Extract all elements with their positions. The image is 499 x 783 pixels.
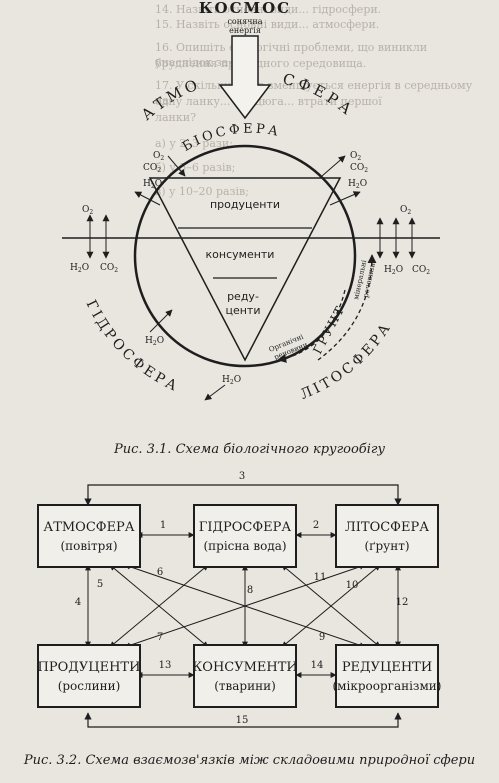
food-chain-triangle <box>148 177 342 362</box>
top-right-gases: O2 CO2 H2O <box>348 151 368 190</box>
solar-energy-arrow <box>218 35 272 120</box>
solar-energy-label-1: сонячна <box>227 17 262 26</box>
link-number: 9 <box>319 632 325 643</box>
solar-energy-label-2: енергія <box>229 26 261 35</box>
bottom-water: H2O <box>222 375 241 386</box>
biological-cycle-diagram: КОСМОС сонячна енергія АТМО СФЕРА БІОСФЕ… <box>62 0 440 403</box>
mineral-matter-path <box>317 254 377 361</box>
ghost-line: в) у 10–20 разів; <box>155 185 249 198</box>
right-gases: H2O CO2 O2 <box>384 205 430 276</box>
atmosphere-box: АТМОСФЕРА (повітря) <box>37 504 141 568</box>
left-gases: O2 H2O CO2 <box>70 205 118 274</box>
link-number: 7 <box>157 632 163 643</box>
svg-text:CO2: CO2 <box>350 163 368 174</box>
atmosphere-box-title: АТМОСФЕРА <box>43 520 134 535</box>
ghost-line: 16. Опишіть екологічні проблеми, що вини… <box>155 41 428 69</box>
link-number: 1 <box>160 520 166 531</box>
reducers-label-1: реду- <box>227 290 259 303</box>
svg-text:O2: O2 <box>350 151 361 162</box>
hydrosphere-box-subtitle: (прісна вода) <box>203 539 286 553</box>
svg-text:O2: O2 <box>82 205 93 216</box>
reducers-label-2: центи <box>225 304 260 317</box>
consumers-box-subtitle: (тварини) <box>214 679 276 693</box>
consumers-box: КОНСУМЕНТИ (тварини) <box>192 644 298 708</box>
link-3-line <box>84 484 402 506</box>
svg-text:O2: O2 <box>153 151 164 162</box>
consumers-label: консументи <box>206 248 275 261</box>
producers-box: ПРОДУЦЕНТИ (рослини) <box>37 644 141 708</box>
relationships-diagram: АТМОСФЕРА (повітря) ГІДРОСФЕРА (прісна вода… <box>37 471 442 728</box>
soil-label: ҐРУНТ <box>309 302 347 356</box>
reducers-box: РЕДУЦЕНТИ (мікроорганізми) <box>332 644 442 708</box>
mineral-substances-label: мінеральні речовини <box>352 259 377 301</box>
cosmos-label: КОСМОС <box>199 0 291 17</box>
reducers-box-subtitle: (мікроорганізми) <box>332 679 441 693</box>
svg-text:H2O: H2O <box>70 263 89 274</box>
lithosphere-box-title: ЛІТОСФЕРА <box>345 520 429 535</box>
link-number: 5 <box>97 579 103 590</box>
svg-text:CO2: CO2 <box>412 265 430 276</box>
reducers-box-title: РЕДУЦЕНТИ <box>342 660 432 675</box>
link-number: 13 <box>159 660 172 671</box>
consumers-box-title: КОНСУМЕНТИ <box>192 660 298 675</box>
svg-text:O2: O2 <box>400 205 411 216</box>
svg-text:CO2: CO2 <box>100 263 118 274</box>
ghost-line: а) у 2–3 рази; <box>155 137 233 150</box>
atmosphere-label: АТМО <box>138 75 204 124</box>
producers-label: продуценти <box>210 198 280 211</box>
link-number: 4 <box>75 597 81 608</box>
top-left-gases: O2 CO2 H2O <box>143 151 164 190</box>
ghost-line: 14. Назвіть основні види... гідросфери. <box>155 3 382 16</box>
svg-text:CO2: CO2 <box>143 163 161 174</box>
lithosphere-label: ЛІТОСФЕРА <box>298 319 395 403</box>
lower-left-water: H2O <box>145 336 164 347</box>
link-number: 6 <box>157 567 163 578</box>
biosphere-circle <box>133 144 357 368</box>
ghost-line: 15. Назвіть основні види... атмосфери. <box>155 18 380 31</box>
biosphere-label: БІОСФЕРА <box>180 122 282 155</box>
organic-matter-path <box>277 289 346 363</box>
link-number: 15 <box>236 715 249 726</box>
link-number: 2 <box>313 520 319 531</box>
hydrosphere-box-title: ГІДРОСФЕРА <box>199 520 292 535</box>
lithosphere-box-subtitle: (ґрунт) <box>364 539 409 553</box>
link-number: 12 <box>396 597 409 608</box>
hydrosphere-box: ГІДРОСФЕРА (прісна вода) <box>193 504 297 568</box>
link-number: 8 <box>247 585 253 596</box>
figure-3-1-caption: Рис. 3.1. Схема біологічного кругообігу <box>113 442 386 457</box>
link-number: 10 <box>346 580 359 591</box>
svg-text:H2O: H2O <box>348 179 367 190</box>
atmosphere-box-subtitle: (повітря) <box>60 539 117 553</box>
producers-box-subtitle: (рослини) <box>58 679 121 693</box>
atmosphere-label-2: СФЕРА <box>281 70 358 121</box>
link-number: 14 <box>311 660 324 671</box>
svg-text:H2O: H2O <box>143 179 162 190</box>
figure-3-2-caption: Рис. 3.2. Схема взаємозв'язків між склад… <box>23 753 476 768</box>
svg-text:H2O: H2O <box>384 265 403 276</box>
ghost-line: одну ланку... ланцюга... втрати першої <box>155 95 382 108</box>
producers-box-title: ПРОДУЦЕНТИ <box>38 660 141 675</box>
lithosphere-box: ЛІТОСФЕРА (ґрунт) <box>335 504 439 568</box>
link-number: 11 <box>314 572 327 583</box>
link-number: 3 <box>239 471 245 482</box>
ghost-line: ланки? <box>155 111 196 124</box>
ghost-line: бруднення природного середовища. <box>155 57 367 70</box>
link-15-line <box>84 712 402 728</box>
hydrosphere-label: ГІДРОСФЕРА <box>83 298 182 396</box>
